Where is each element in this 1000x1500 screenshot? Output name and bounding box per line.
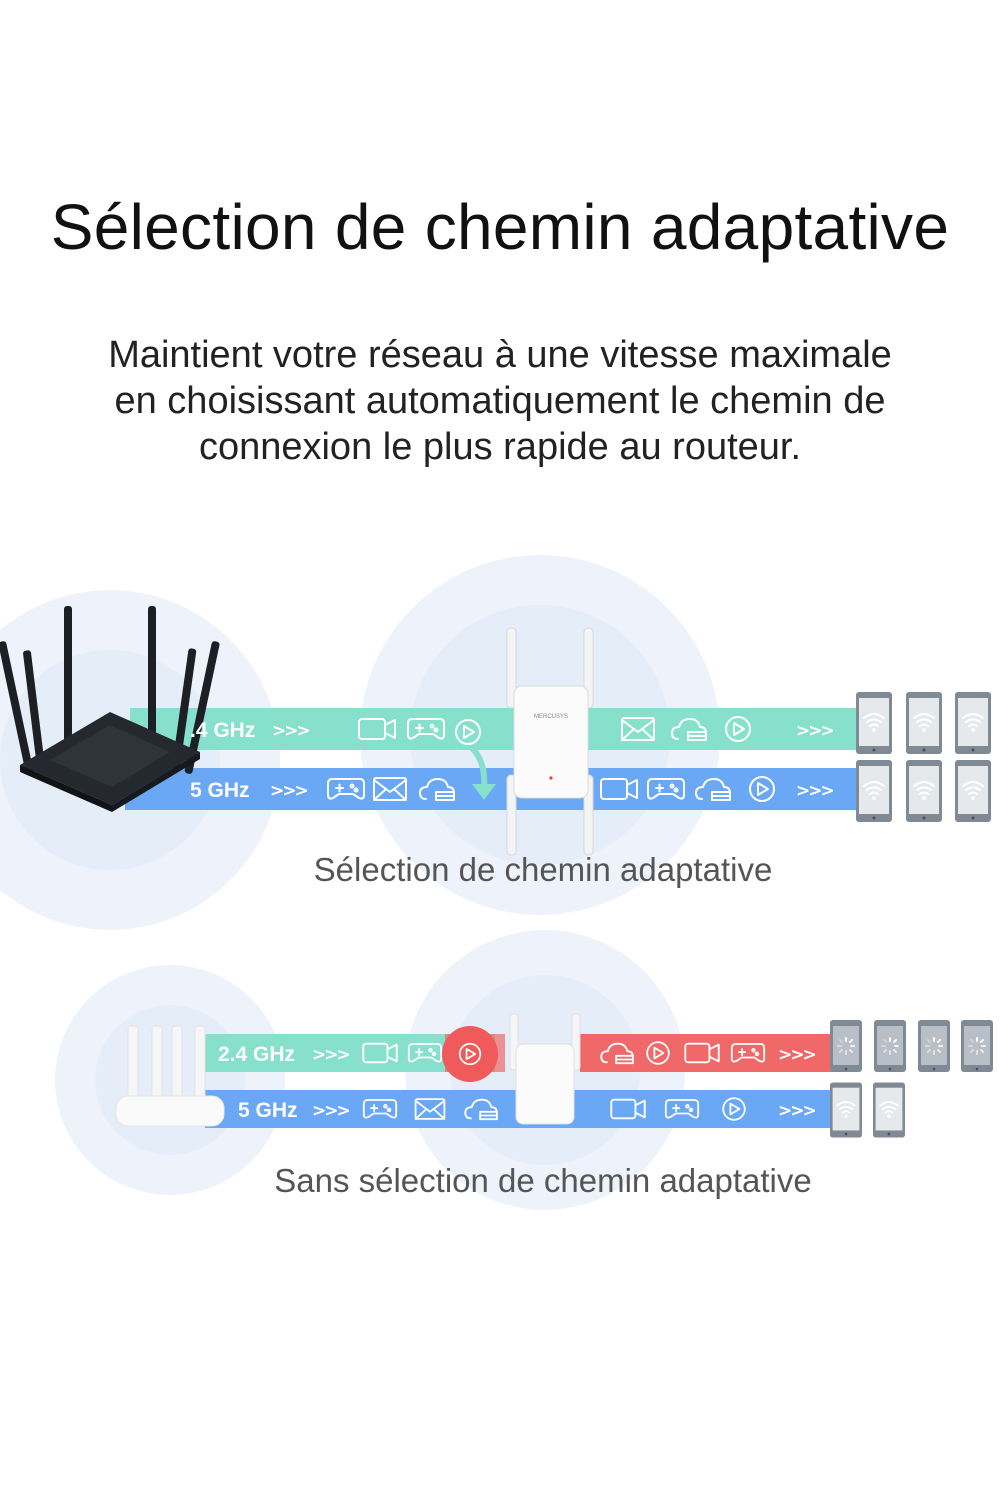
chevrons: >>> [270, 781, 307, 801]
path-switch-arrow [469, 745, 488, 789]
band-5ghz-path [125, 768, 860, 810]
phone-connected [906, 760, 942, 822]
band-5ghz-label: 5 GHz [190, 779, 250, 802]
phone-connected [955, 760, 991, 822]
phone-loading [961, 1020, 993, 1072]
band-24ghz-path [130, 708, 860, 750]
band-5ghz-label: 5 GHz [238, 1099, 298, 1122]
phone-connected [856, 760, 892, 822]
top-caption: Sélection de chemin adaptative [314, 851, 773, 888]
chevrons: >>> [796, 721, 833, 741]
top-diagram: .4 GHz >>> 5 GHz >>> >>> >>> [0, 555, 991, 930]
phone-loading [830, 1020, 862, 1072]
subtitle-line-1: Maintient votre réseau à une vitesse max… [108, 334, 892, 376]
phone-connected [873, 1082, 905, 1138]
page-subtitle: Maintient votre réseau à une vitesse max… [60, 332, 940, 470]
chevrons: >>> [778, 1101, 815, 1121]
congestion-marker [442, 1026, 498, 1082]
chevrons: >>> [778, 1045, 815, 1065]
subtitle-line-2: en choisissant automatiquement le chemin… [114, 380, 886, 422]
band-24ghz-congested [580, 1034, 835, 1072]
chevrons: >>> [312, 1101, 349, 1121]
page-title: Sélection de chemin adaptative [50, 191, 950, 263]
chevrons: >>> [312, 1045, 349, 1065]
extender-logo: MERCUSYS [534, 714, 568, 720]
white-router [115, 1025, 225, 1127]
phone-loading [874, 1020, 906, 1072]
phone-connected [906, 692, 942, 754]
band-24ghz-label: 2.4 GHz [218, 1043, 295, 1066]
band-24ghz-label: .4 GHz [190, 719, 255, 742]
phone-connected [955, 692, 991, 754]
phone-connected [856, 692, 892, 754]
range-extender: MERCUSYS [506, 627, 594, 856]
chevrons: >>> [272, 721, 309, 741]
bottom-caption: Sans sélection de chemin adaptative [274, 1162, 812, 1199]
range-extender [509, 1013, 581, 1125]
phone-loading [918, 1020, 950, 1072]
phone-connected [830, 1082, 862, 1138]
dual-band-router [0, 606, 220, 812]
subtitle-line-3: connexion le plus rapide au routeur. [198, 426, 802, 468]
bottom-diagram: 2.4 GHz >>> 5 GHz >>> >>> >>> [55, 930, 993, 1210]
chevrons: >>> [796, 781, 833, 801]
